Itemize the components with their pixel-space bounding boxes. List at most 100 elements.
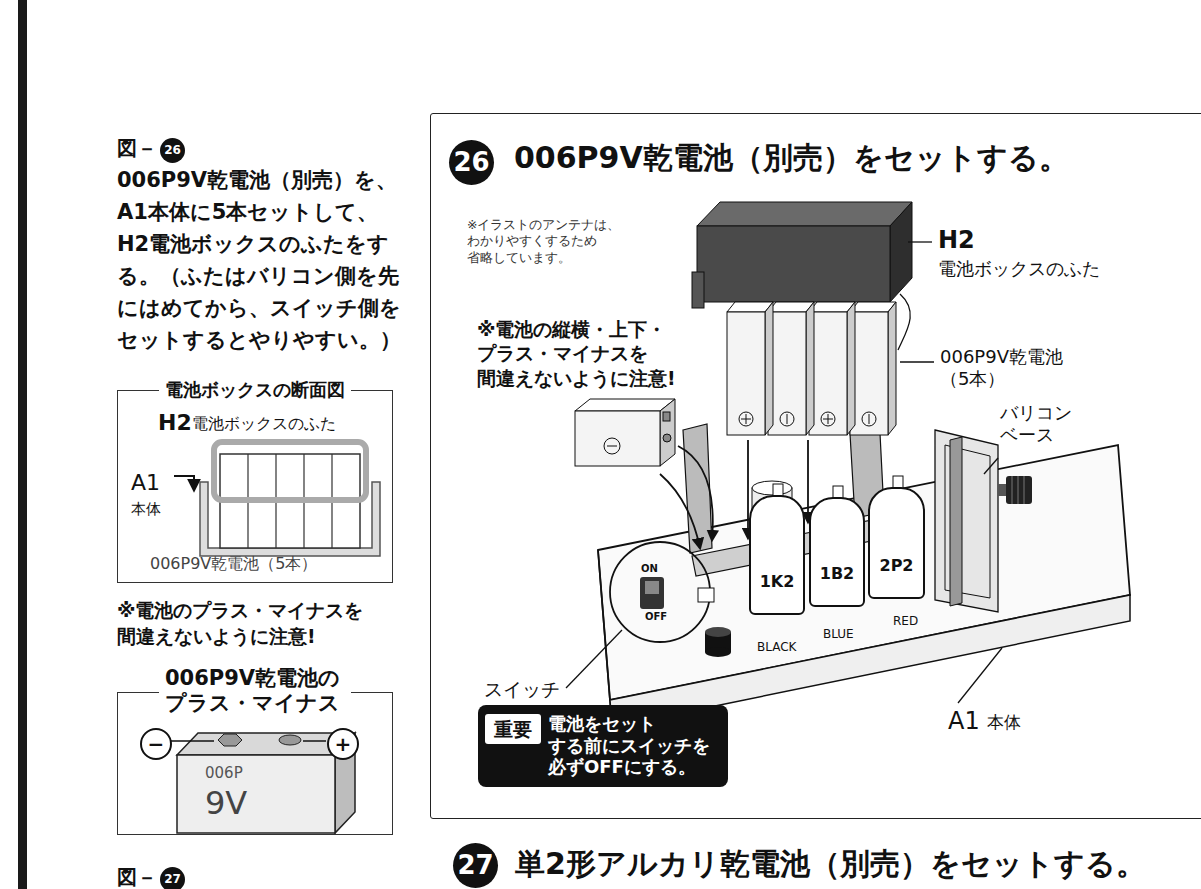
insert-arrow [660,474,700,548]
vacuum-tube-text: 1K2 [760,572,795,591]
holder-post [683,424,712,553]
polarity-mark [780,412,794,426]
lid-tab [692,272,704,308]
coil-top [752,481,792,495]
minus-symbol-text: − [148,732,165,756]
part-code: H2 [158,410,192,436]
page-edge [18,0,27,889]
figure-number-badge-text: 26 [164,143,181,157]
battery-front [575,411,660,466]
insert-arrow [807,440,809,522]
figure-number-badge: 26 [160,138,185,163]
figure-label: 図－ [117,865,157,889]
plus-symbol: + [327,728,359,760]
socket-color: BLACK [757,640,796,654]
vacuum-tube-text: 2P2 [880,556,914,575]
polarity-box-text: 006P9V乾電池の プラス・マイナス [159,666,351,716]
battery-print: 006P [205,764,243,782]
part-name: スイッチ [484,678,560,701]
important-tag-text: 重要 [494,718,532,741]
leader-line [303,740,326,742]
polarity-mark [741,414,751,424]
step-number-badge: 27 [453,843,498,888]
leader-line [958,648,1002,703]
socket-color: BLUE [823,627,854,641]
knob-ridge [1012,476,1024,504]
step-number-badge-text: 27 [457,850,493,881]
part-name: 本体 [987,712,1021,732]
battery-front [768,312,806,435]
socket-color: RED [893,614,918,628]
volume-knob-base [705,647,731,657]
polarity-mark [862,412,876,426]
battery-front [850,312,888,435]
capacitor-base [935,430,998,612]
minus-terminal [218,734,242,746]
insert-arrow [678,446,713,540]
lid-section [214,442,366,500]
leader-line [566,630,622,688]
leader-line [168,740,214,742]
part-name: バリコン ベース [1000,402,1076,445]
battery-side [765,302,773,435]
part-name: 電池ボックスのふた [192,414,336,433]
step-number-badge-text: 26 [453,147,489,178]
side-note: ※イラストのアンテナは、 わかりやすくするため 省略しています。 [467,217,625,266]
polarity-mark [823,414,833,424]
figure-number-badge: 27 [160,867,185,889]
battery-side [660,399,675,466]
lid-front [697,226,890,302]
part-name: 本体 [131,500,161,518]
battery-front [809,312,847,435]
plus-terminal [279,735,301,745]
polarity-box: 006P9V乾電池の プラス・マイナス−+ [117,692,393,835]
lid-side [890,202,912,302]
caution-note: ※電池の縦横・上下・ プラス・マイナスを 間違えないように注意! [477,317,680,390]
polarity-mark [739,412,753,426]
part-code: A1 [948,707,980,736]
part-name: 006P9V乾電池（5本） [150,554,318,573]
step-panel-text: 006P9V乾電池（別売）をセットする。 [514,140,1069,176]
notice-box: 電池をセット する前にスイッチを 必ずOFFにする。重要 [478,705,728,787]
leader-line [984,458,998,474]
battery-terminal [663,412,670,421]
battery-side [888,302,896,435]
part-name: 006P9V乾電池 （5本） [940,346,1067,389]
connector-part [698,588,714,602]
section-view-box-text: 電池ボックスの断面図 [159,379,351,401]
leader-line [908,241,932,242]
polarity-mark [607,446,617,447]
volume-knob-top [705,627,731,637]
battery-front [177,755,335,833]
switch-toggle [645,581,659,594]
battery-side [806,302,814,435]
plus-symbol-text: + [335,732,352,756]
important-tag: 重要 [485,714,541,744]
vacuum-tube: 1B2 [809,497,865,607]
figure-label: 図－ [117,136,157,160]
minus-symbol: − [140,728,172,760]
leader-line [898,294,910,350]
polarity-mark [821,412,835,426]
part-code: A1 [131,470,160,496]
battery-front [727,312,765,435]
pointer-arrow [174,476,194,490]
vacuum-tube: 1K2 [749,495,805,615]
instruction-text: 006P9V乾電池（別売）を、 A1本体に5本セットして、 H2電池ボックスのふ… [117,165,405,357]
figure-number-badge-text: 27 [164,872,181,886]
highlight-circle [610,542,710,642]
step-number-badge: 26 [449,140,494,185]
capacitor-plate [950,437,962,606]
step-heading: 単2形アルカリ乾電池（別売）をセットする。 [515,846,1146,882]
battery-print: 9V [205,784,247,822]
switch-marking: OFF [645,611,667,623]
battery-terminal [663,434,671,442]
leader-line [900,361,934,362]
vacuum-tube-text: 1B2 [820,564,854,583]
switch-marking: ON [641,563,658,575]
lid-top [697,202,912,226]
caution-note: ※電池のプラス・マイナスを 間違えないように注意! [117,598,368,649]
switch-body [640,577,664,609]
part-code: H2 [938,226,975,255]
